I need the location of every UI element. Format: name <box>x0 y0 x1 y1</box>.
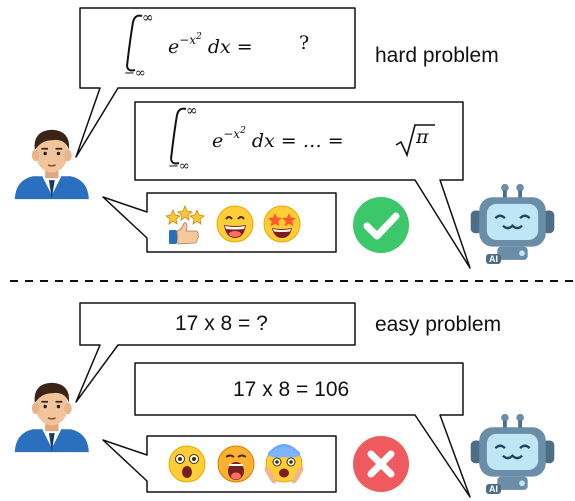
easy-question-text: 17 x 8 = ? <box>175 312 268 335</box>
question-exp-sq: 2 <box>196 32 202 42</box>
question-bubble-bottom <box>75 302 356 403</box>
hard-problem-label: hard problem <box>375 44 499 67</box>
sqrt-sign <box>395 124 435 158</box>
answer-exp-base: e <box>212 130 224 152</box>
answer-exp-sq: 2 <box>240 126 246 136</box>
question-math-top: e−x2 dx = <box>168 32 253 58</box>
easy-answer-text: 17 x 8 = 106 <box>233 378 350 401</box>
fearful-face-icon <box>264 444 304 484</box>
star-struck-face-icon <box>263 205 301 243</box>
answer-math-top: e−x2 dx = … = <box>212 126 344 152</box>
answer-exp: −x <box>223 127 241 141</box>
easy-problem-label: easy problem <box>375 313 502 336</box>
robot-avatar-bottom <box>469 412 556 492</box>
wrong-cross-icon <box>353 436 409 492</box>
question-mark: ? <box>299 32 310 54</box>
integral-sign-question <box>126 14 143 72</box>
integral-lower-limit-question: −∞ <box>124 66 146 81</box>
person-avatar-bottom <box>13 381 90 453</box>
answer-rest: dx = … = <box>251 130 344 152</box>
integral-upper-limit-answer: ∞ <box>186 103 198 119</box>
person-avatar-top <box>13 128 90 200</box>
robot-ai-badge-bottom: AI <box>486 484 501 494</box>
screaming-face-icon <box>217 445 255 483</box>
correct-check-icon <box>353 197 409 253</box>
astonished-face-icon <box>168 445 206 483</box>
question-bubble-top <box>75 7 356 158</box>
robot-ai-badge-top: AI <box>486 254 501 264</box>
question-dx: dx = <box>207 36 253 58</box>
sqrt-argument: π <box>416 126 429 148</box>
question-exp-base: e <box>168 36 180 58</box>
answer-bubble-top <box>134 101 471 269</box>
thumbs-up-stars-icon <box>165 204 205 245</box>
answer-bubble-bottom <box>134 362 471 498</box>
integral-sign-answer <box>170 107 187 165</box>
question-exp: −x <box>179 33 197 47</box>
grinning-face-icon <box>216 205 254 243</box>
robot-avatar-top <box>469 182 556 262</box>
integral-upper-limit-question: ∞ <box>142 10 154 26</box>
integral-lower-limit-answer: −∞ <box>168 159 190 174</box>
